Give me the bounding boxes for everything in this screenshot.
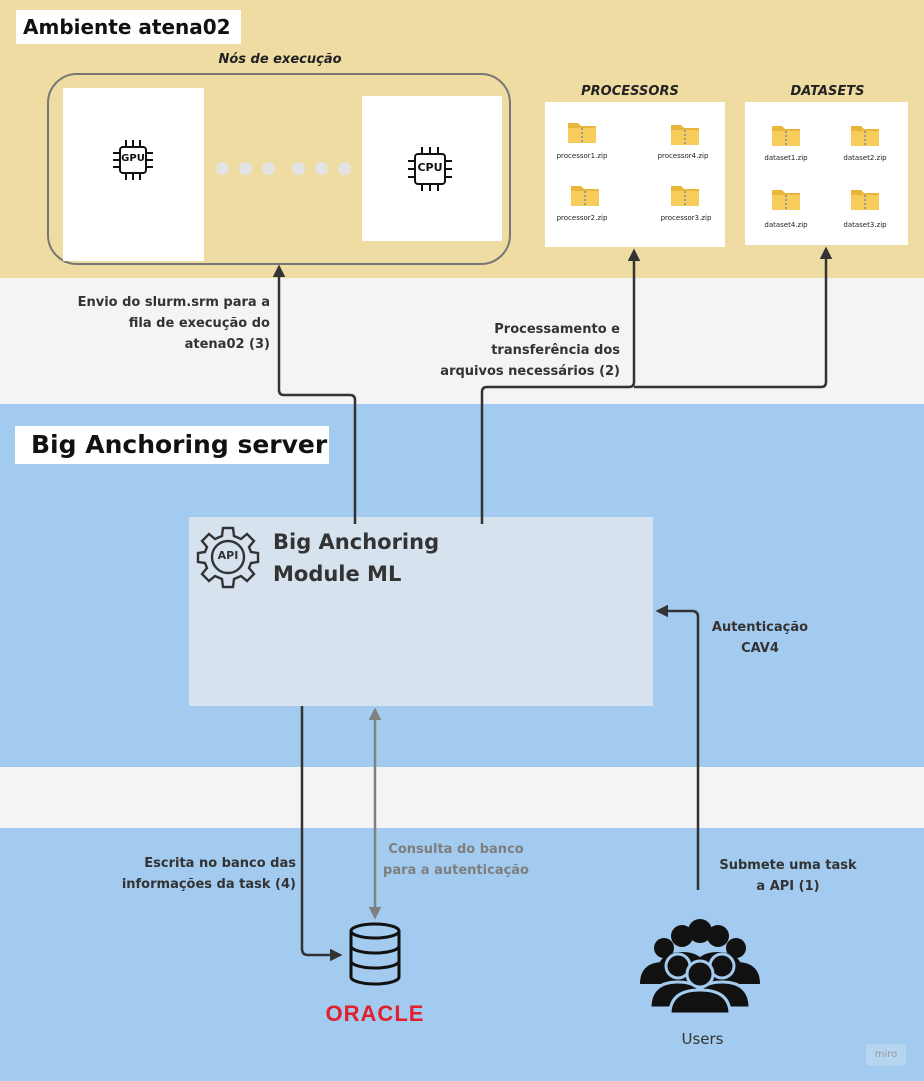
processing-flow-line: transferência dos [491,343,620,358]
processor-file-2: processor2.zip [556,214,608,222]
ellipsis-dot-3 [262,162,275,175]
write-db-flow-line: informações da task (4) [121,877,296,892]
ellipsis-dot-1 [216,162,229,175]
processing-flow-line: Processamento e [494,322,620,337]
slurm-arrow [272,264,357,524]
dataset-file-1: dataset1.zip [764,154,808,162]
gpu-label: GPU [121,153,145,164]
processor-file-4: processor4.zip [657,152,709,160]
processors-title: PROCESSORS [581,84,679,99]
api-gear-icon: API [196,525,260,589]
auth-arrow [655,604,700,890]
module-title-line1: Big Anchoring [273,530,440,554]
separator-band-bottom [0,767,924,828]
submit-flow-label: Submete uma task a API (1) [708,855,868,897]
submit-flow-line: a API (1) [756,879,820,894]
cpu-chip-icon: CPU [406,145,454,193]
ellipsis-dot-6 [338,162,351,175]
zip-folder-icon [570,183,600,207]
write-db-arrow [300,706,343,962]
ellipsis-dot-4 [292,162,305,175]
ellipsis-dot-2 [239,162,252,175]
slurm-flow-line: atena02 (3) [184,337,270,352]
server-title: Big Anchoring server [15,426,329,464]
cpu-label: CPU [417,161,443,174]
dataset-file-3: dataset3.zip [843,221,887,229]
processing-arrow-processors [480,248,641,524]
zip-folder-icon [771,123,801,147]
nodes-title: Nós de execução [218,52,342,67]
miro-watermark: miro [866,1044,906,1066]
auth-flow-line: CAV4 [741,641,779,656]
submit-flow-line: Submete uma task [719,858,857,873]
query-db-flow-line: para a autenticação [383,863,529,878]
database-icon [347,921,403,987]
processing-flow-label: Processamento e transferência dos arquiv… [420,319,620,382]
dataset-file-4: dataset4.zip [764,221,808,229]
dataset-file-2: dataset2.zip [843,154,887,162]
users-label: Users [681,1030,724,1048]
gpu-chip-icon: GPU [111,138,155,182]
oracle-logo: ORACLE [325,1001,425,1026]
zip-folder-icon [850,187,880,211]
slurm-flow-label: Envio do slurm.srm para a fila de execuç… [40,292,270,355]
zip-folder-icon [670,183,700,207]
zip-folder-icon [670,122,700,146]
processor-file-3: processor3.zip [660,214,712,222]
datasets-title: DATASETS [790,84,865,99]
ellipsis-dot-5 [315,162,328,175]
users-group-icon [638,918,762,1016]
client-band [0,828,924,1081]
zip-folder-icon [850,123,880,147]
write-db-flow-line: Escrita no banco das [144,856,296,871]
query-db-flow-label: Consulta do banco para a autenticação [375,839,537,881]
execution-nodes-group [47,73,511,265]
module-title-line2: Module ML [273,562,402,586]
slurm-flow-line: fila de execução do [128,316,270,331]
processor-file-1: processor1.zip [556,152,608,160]
processing-arrow-datasets [634,246,833,389]
environment-title: Ambiente atena02 [16,10,241,44]
auth-flow-line: Autenticação [711,620,809,635]
write-db-flow-label: Escrita no banco das informações da task… [116,853,296,895]
zip-folder-icon [771,187,801,211]
zip-folder-icon [567,120,597,144]
processing-flow-line: arquivos necessários (2) [440,364,620,379]
slurm-flow-line: Envio do slurm.srm para a [77,295,270,310]
module-box [189,517,653,706]
separator-band-top [0,278,924,404]
auth-flow-label: Autenticação CAV4 [700,617,820,659]
cpu-node [362,96,502,241]
api-label: API [217,549,239,562]
query-db-flow-line: Consulta do banco [388,842,524,857]
datasets-panel [745,102,908,245]
